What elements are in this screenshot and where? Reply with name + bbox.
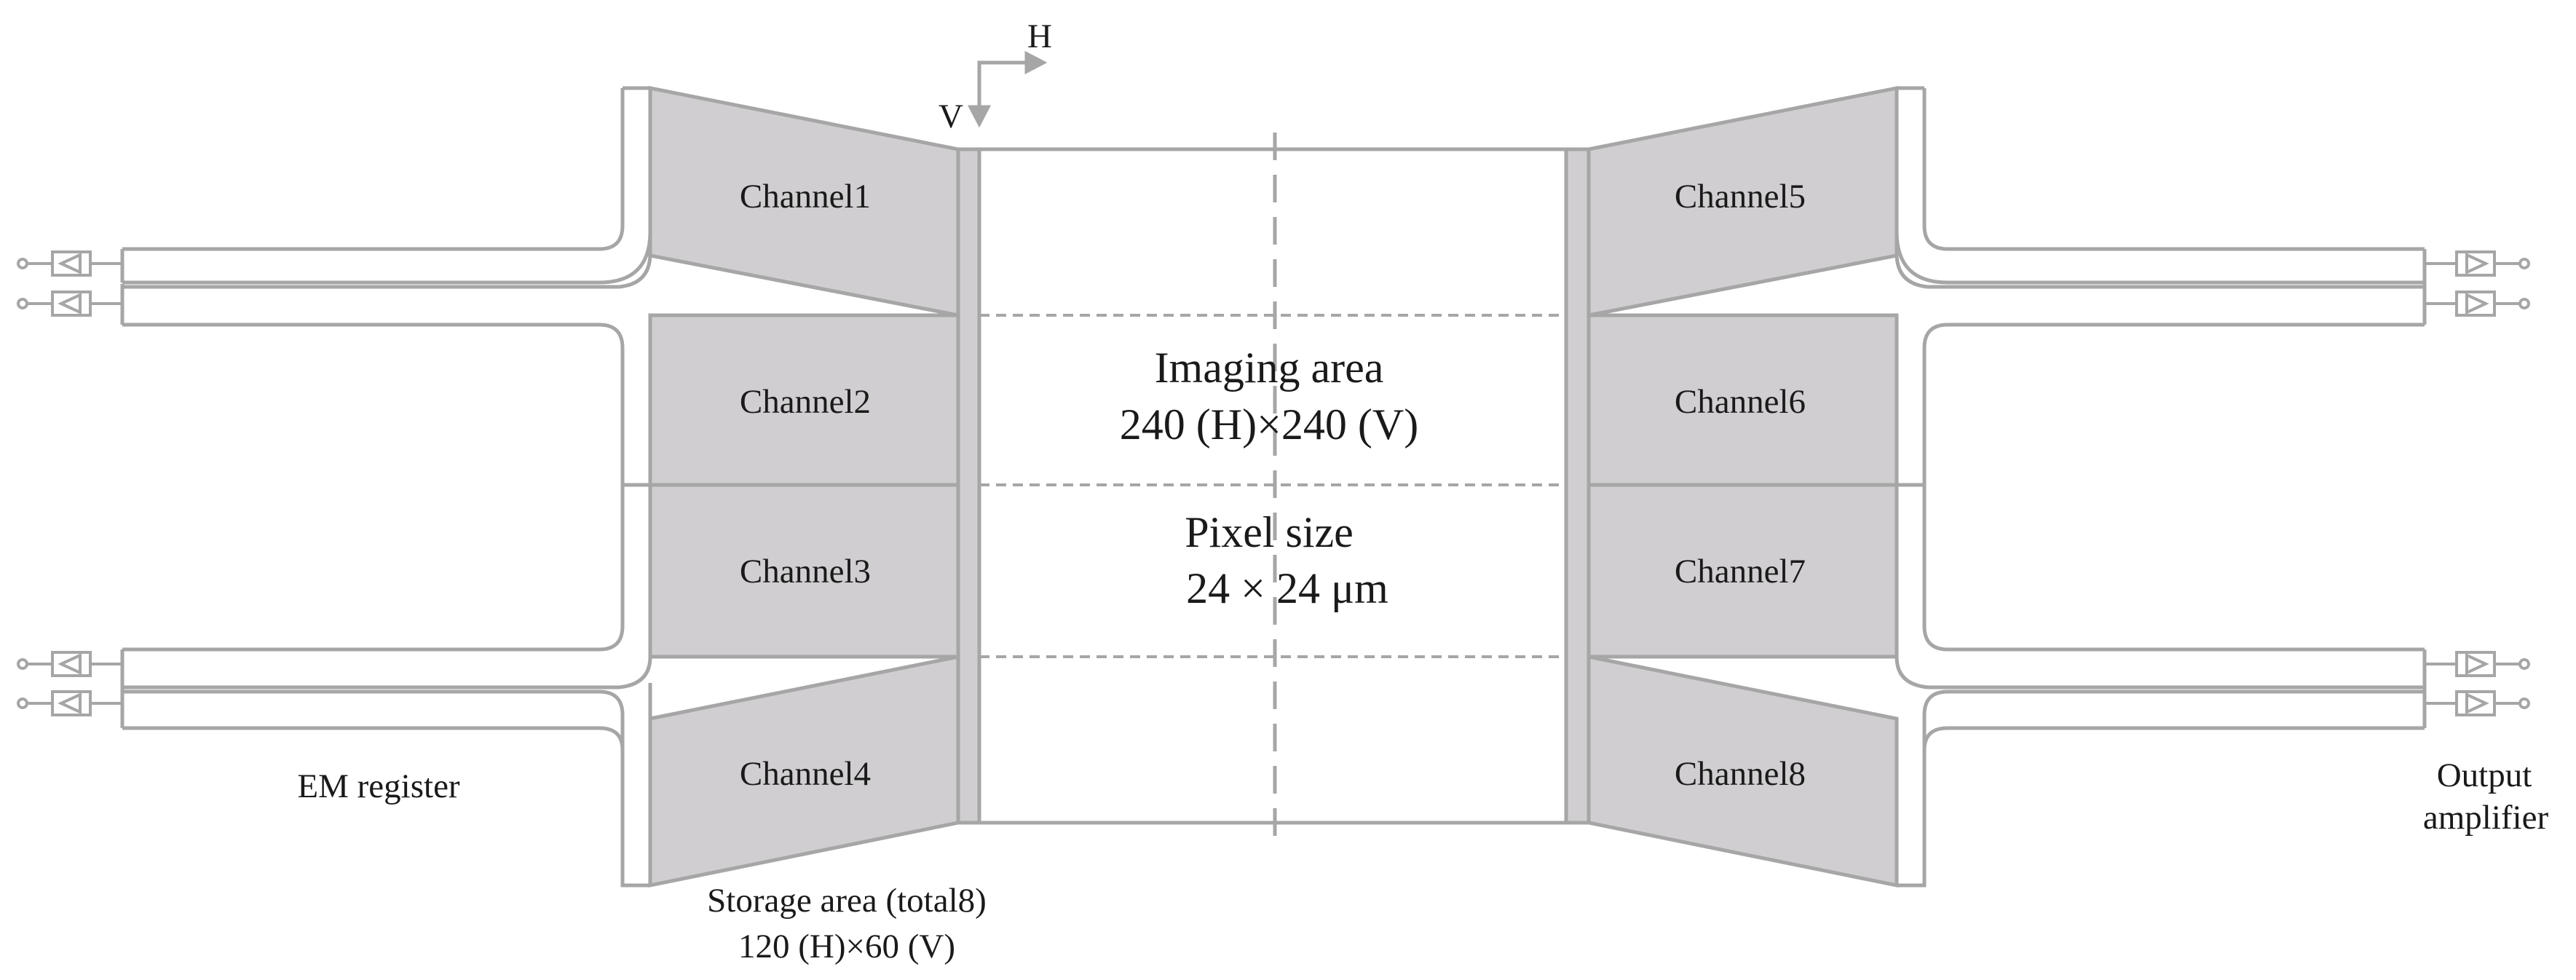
storage-channel-6 [1587, 313, 1899, 487]
left-transfer-strip [956, 147, 981, 825]
left-output-amplifier-4 [17, 690, 122, 716]
v-axis-label: V [939, 98, 963, 135]
channel-7-label: Channel7 [1675, 553, 1806, 590]
left-output-amplifier-2 [17, 291, 122, 317]
right-output-amplifier-1 [2425, 250, 2530, 277]
em-register-label: EM register [297, 767, 460, 805]
hv-direction-arrows [967, 50, 1048, 128]
right-em-register [1895, 86, 2427, 888]
channel-1-label: Channel1 [740, 178, 871, 216]
channel-8-label: Channel8 [1675, 755, 1806, 793]
left-em-register [120, 86, 652, 888]
h-axis-label: H [1027, 17, 1052, 55]
imaging-area-dimensions: 240 (H)×240 (V) [1120, 400, 1418, 448]
channel-4-label: Channel4 [740, 755, 871, 793]
right-transfer-strip [1564, 147, 1591, 825]
pixel-size-label: Pixel size [1185, 508, 1354, 556]
output-amplifier-label-line2: amplifier [2423, 799, 2549, 837]
right-output-amplifier-2 [2425, 291, 2530, 317]
imaging-area-title: Imaging area [1155, 344, 1384, 392]
storage-area-dimensions: 120 (H)×60 (V) [738, 928, 955, 965]
channel-6-label: Channel6 [1675, 383, 1806, 421]
channel-2-label: Channel2 [740, 383, 871, 421]
pixel-size-value: 24 × 24 μm [1186, 564, 1388, 612]
left-output-amplifier-3 [17, 651, 122, 677]
storage-channel-3 [648, 483, 960, 659]
channel-3-label: Channel3 [740, 553, 871, 590]
storage-channel-4 [648, 654, 960, 888]
output-amplifier-label-line1: Output [2437, 756, 2532, 794]
right-output-amplifier-4 [2425, 690, 2530, 716]
right-output-amplifier-3 [2425, 651, 2530, 677]
storage-area-label: Storage area (total8) [707, 882, 987, 920]
left-output-amplifier-1 [17, 250, 122, 277]
storage-channel-7 [1587, 483, 1899, 659]
channel-5-label: Channel5 [1675, 178, 1806, 216]
